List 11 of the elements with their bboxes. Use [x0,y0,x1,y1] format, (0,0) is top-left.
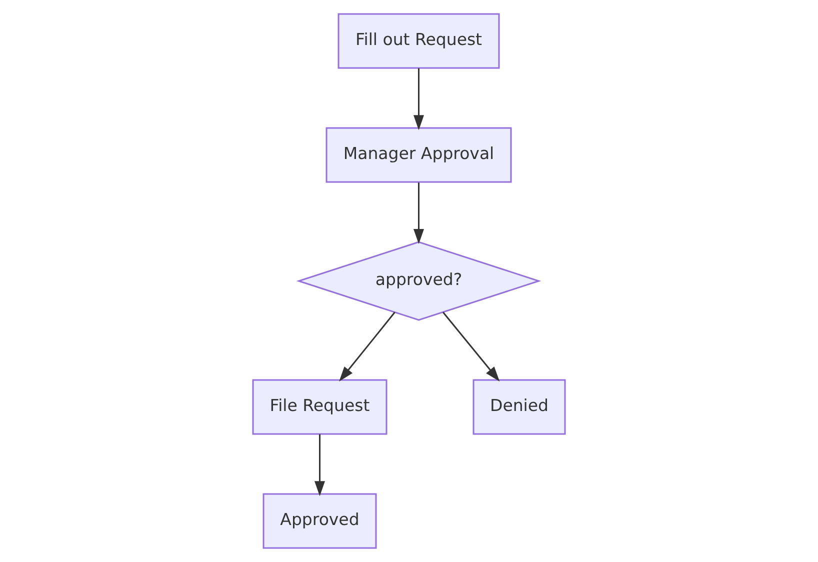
node-box: Denied [472,379,566,435]
node-diamond: approved? [296,241,542,321]
node-box: Approved [262,493,377,549]
node-box: Fill out Request [338,13,500,69]
arrow [339,312,396,382]
arrow [314,434,325,496]
arrow [442,312,500,382]
arrow [414,68,424,130]
node-box: Manager Approval [326,127,512,183]
arrow [414,182,424,244]
node-box: File Request [252,379,388,435]
